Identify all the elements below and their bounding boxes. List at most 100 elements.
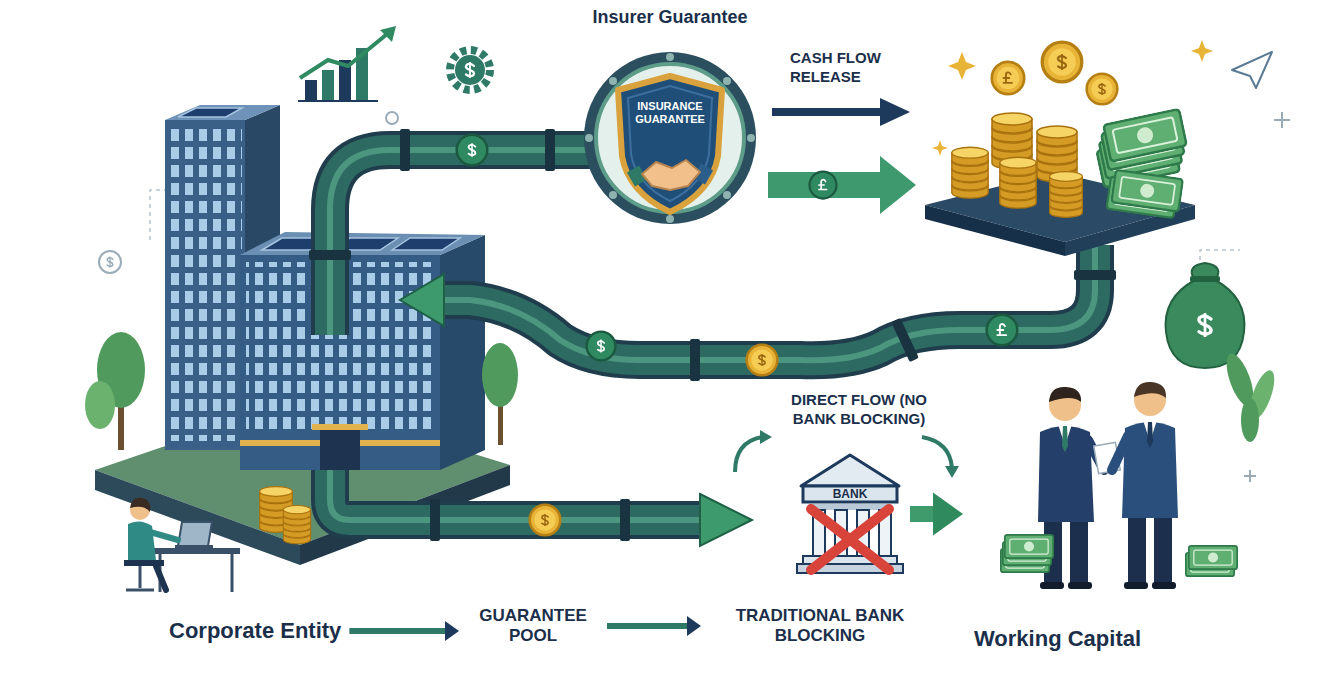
desk-worker xyxy=(139,566,142,588)
release-arrows xyxy=(880,98,910,126)
top-decor xyxy=(386,112,398,124)
office-building xyxy=(312,424,368,430)
arrow-head xyxy=(445,621,459,641)
business-people xyxy=(1070,522,1088,584)
shield-emblem xyxy=(596,64,744,212)
desk-worker xyxy=(124,487,311,592)
business-people xyxy=(1190,276,1220,282)
release-arrows xyxy=(945,466,959,478)
pipe xyxy=(1074,270,1116,280)
step-label: Corporate Entity xyxy=(169,618,341,644)
business-people xyxy=(1124,582,1148,589)
top-decor xyxy=(450,50,490,90)
business-people xyxy=(1062,426,1068,452)
desk-worker xyxy=(128,521,156,560)
office-building xyxy=(165,120,245,450)
flow-step: GUARANTEE POOL xyxy=(464,606,602,646)
business-people xyxy=(1040,582,1064,589)
top-decor xyxy=(99,26,1290,482)
release-arrows xyxy=(810,172,837,199)
arrow-shaft xyxy=(349,628,447,634)
release-arrows xyxy=(772,108,882,116)
cash-pile xyxy=(1106,169,1182,218)
bank-icon xyxy=(801,455,899,486)
pipe xyxy=(620,499,630,541)
shield-emblem xyxy=(723,77,731,85)
cash-pile xyxy=(925,205,1065,256)
pipe xyxy=(440,245,1095,360)
working-capital-group: Working Capital xyxy=(968,300,1230,652)
shield-emblem xyxy=(666,215,674,223)
desk-worker xyxy=(175,545,213,548)
step-label: TRADITIONAL BANK BLOCKING xyxy=(706,606,934,646)
business-people xyxy=(1189,546,1237,569)
desk-worker xyxy=(178,522,212,546)
shield-emblem xyxy=(609,77,617,85)
arrow-shaft xyxy=(607,623,689,629)
guarantee-shield: Insurer GuaranteeINSURANCE GUARANTEE xyxy=(560,6,780,240)
release-arrows xyxy=(735,98,959,478)
top-decor xyxy=(1244,470,1256,482)
top-decor xyxy=(305,80,317,100)
top-decor xyxy=(99,251,121,273)
arrow-head xyxy=(687,616,701,636)
business-people xyxy=(1147,422,1153,448)
pipe xyxy=(747,345,778,376)
bank-icon xyxy=(811,509,889,570)
cash-pile xyxy=(948,52,976,80)
shield-emblem xyxy=(666,53,674,61)
flow-step: Corporate Entity xyxy=(166,618,344,644)
business-people xyxy=(1068,582,1092,589)
desk-worker xyxy=(150,548,240,554)
office-building xyxy=(85,381,115,429)
pipe xyxy=(330,470,700,520)
cash-pile xyxy=(1087,74,1118,105)
bank-sign: BANK xyxy=(795,487,905,501)
flow-arrow xyxy=(910,492,963,535)
cash-pile xyxy=(952,147,988,198)
business-people xyxy=(1154,518,1172,584)
cash-pile xyxy=(932,140,948,156)
desk-worker xyxy=(156,566,166,590)
bank-icon xyxy=(795,452,905,576)
step-label: GUARANTEE POOL xyxy=(464,606,602,646)
business-people xyxy=(1186,546,1237,576)
business-people xyxy=(1199,313,1211,337)
cash-pile xyxy=(1111,170,1183,212)
shield-emblem xyxy=(747,134,755,142)
business-people xyxy=(1001,535,1053,572)
desk-worker xyxy=(231,554,234,592)
pipe xyxy=(330,470,700,520)
cash-pile xyxy=(1050,172,1083,218)
release-arrows xyxy=(735,437,762,472)
pipe xyxy=(987,315,1018,346)
bank-building: BANK xyxy=(795,452,905,576)
business-people xyxy=(1241,398,1259,442)
cash-pile xyxy=(1103,109,1186,162)
top-decor xyxy=(466,62,474,78)
top-decor xyxy=(300,30,392,78)
shield-emblem xyxy=(584,52,756,224)
top-decor xyxy=(298,100,378,102)
flow-caption: DIRECT FLOW (NO BANK BLOCKING) xyxy=(770,390,948,428)
business-people xyxy=(1128,518,1146,584)
flow-arrow xyxy=(607,616,701,636)
pipe xyxy=(400,129,410,171)
office-building xyxy=(392,238,460,250)
top-decor xyxy=(322,70,334,100)
cash-pile xyxy=(1000,157,1036,208)
top-decor xyxy=(455,55,485,85)
cash-pile xyxy=(925,40,1272,256)
shield-emblem xyxy=(609,191,617,199)
flow-step: TRADITIONAL BANK BLOCKING xyxy=(706,606,934,646)
office-building xyxy=(85,105,518,565)
pipe xyxy=(530,505,561,536)
cash-pile xyxy=(1042,42,1082,82)
arrow-head xyxy=(933,492,963,535)
pipe xyxy=(330,470,700,520)
pipe xyxy=(400,274,444,326)
office-building xyxy=(482,343,518,407)
shield-emblem xyxy=(642,160,700,190)
office-building xyxy=(178,108,242,117)
